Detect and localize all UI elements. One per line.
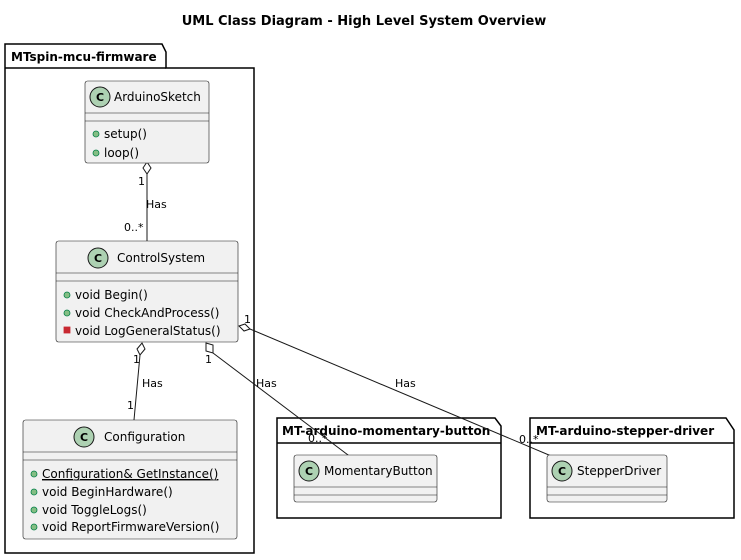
multiplicity-label: 1 [244, 313, 251, 326]
aggregation-diamond [238, 323, 251, 332]
class-member: setup() [104, 127, 147, 141]
class-member: loop() [104, 146, 139, 160]
aggregation-diamond [136, 342, 146, 356]
class-name: MomentaryButton [324, 464, 433, 478]
package-stepper-title: MT-arduino-stepper-driver [536, 424, 714, 438]
class-icon: C [298, 460, 320, 482]
multiplicity-label: 1 [138, 175, 145, 188]
multiplicity-label: 0..* [519, 433, 539, 446]
public-marker-icon [63, 291, 71, 299]
svg-text:C: C [305, 465, 313, 478]
class-momentary-button[interactable]: C MomentaryButton [293, 454, 438, 503]
class-icon: C [551, 460, 573, 482]
svg-text:C: C [558, 465, 566, 478]
class-member: void ReportFirmwareVersion() [42, 520, 219, 534]
relation-control-config-line [133, 354, 141, 421]
private-marker-icon [63, 326, 71, 334]
class-name: ControlSystem [117, 251, 205, 265]
public-marker-icon [30, 470, 38, 478]
svg-text:C: C [96, 91, 104, 104]
svg-text:C: C [94, 252, 102, 265]
relation-control-button: Has 1 0..* [205, 342, 353, 459]
class-icon: C [87, 247, 109, 269]
class-stepper-driver[interactable]: C StepperDriver [546, 454, 668, 503]
relation-control-stepper-line [249, 328, 557, 459]
class-member: void ToggleLogs() [42, 503, 147, 517]
multiplicity-label: 0..* [124, 221, 144, 234]
diagram-title: UML Class Diagram - High Level System Ov… [182, 14, 547, 29]
class-name: Configuration [104, 430, 185, 444]
multiplicity-label: 0..* [308, 432, 328, 445]
relation-label: Has [146, 198, 167, 211]
multiplicity-label: 1 [127, 399, 134, 412]
aggregation-diamond [142, 161, 152, 175]
svg-text:C: C [80, 431, 88, 444]
multiplicity-label: 1 [133, 353, 140, 366]
package-firmware-title: MTspin-mcu-firmware [11, 50, 157, 64]
class-name: ArduinoSketch [114, 90, 201, 104]
relation-control-button-line [212, 352, 353, 459]
relation-sketch-control: Has 1 0..* [124, 161, 167, 241]
public-marker-icon [92, 130, 100, 138]
class-arduino-sketch[interactable]: C ArduinoSketch setup() loop() [84, 80, 210, 164]
aggregation-diamond [205, 342, 214, 354]
class-member: void Begin() [75, 288, 148, 302]
class-box [22, 419, 238, 540]
multiplicity-label: 1 [205, 353, 212, 366]
package-button-title: MT-arduino-momentary-button [282, 424, 490, 438]
public-marker-icon [30, 506, 38, 514]
class-box [84, 80, 210, 164]
class-member-static: Configuration& GetInstance() [42, 467, 218, 481]
relation-label: Has [395, 377, 416, 390]
class-configuration[interactable]: C Configuration Configuration& GetInstan… [22, 419, 238, 540]
public-marker-icon [30, 523, 38, 531]
relation-control-config: Has 1 1 [127, 342, 163, 421]
relation-label: Has [256, 377, 277, 390]
class-icon: C [73, 426, 95, 448]
public-marker-icon [63, 309, 71, 317]
class-member: void LogGeneralStatus() [75, 324, 221, 338]
class-member: void CheckAndProcess() [75, 306, 219, 320]
class-icon: C [89, 86, 111, 108]
class-member: void BeginHardware() [42, 485, 173, 499]
public-marker-icon [92, 149, 100, 157]
public-marker-icon [30, 488, 38, 496]
relation-label: Has [142, 377, 163, 390]
class-name: StepperDriver [577, 464, 661, 478]
class-control-system[interactable]: C ControlSystem void Begin() void CheckA… [55, 240, 239, 343]
class-box [546, 454, 668, 503]
class-box [293, 454, 438, 503]
relation-control-stepper: Has 1 0..* [238, 313, 557, 459]
